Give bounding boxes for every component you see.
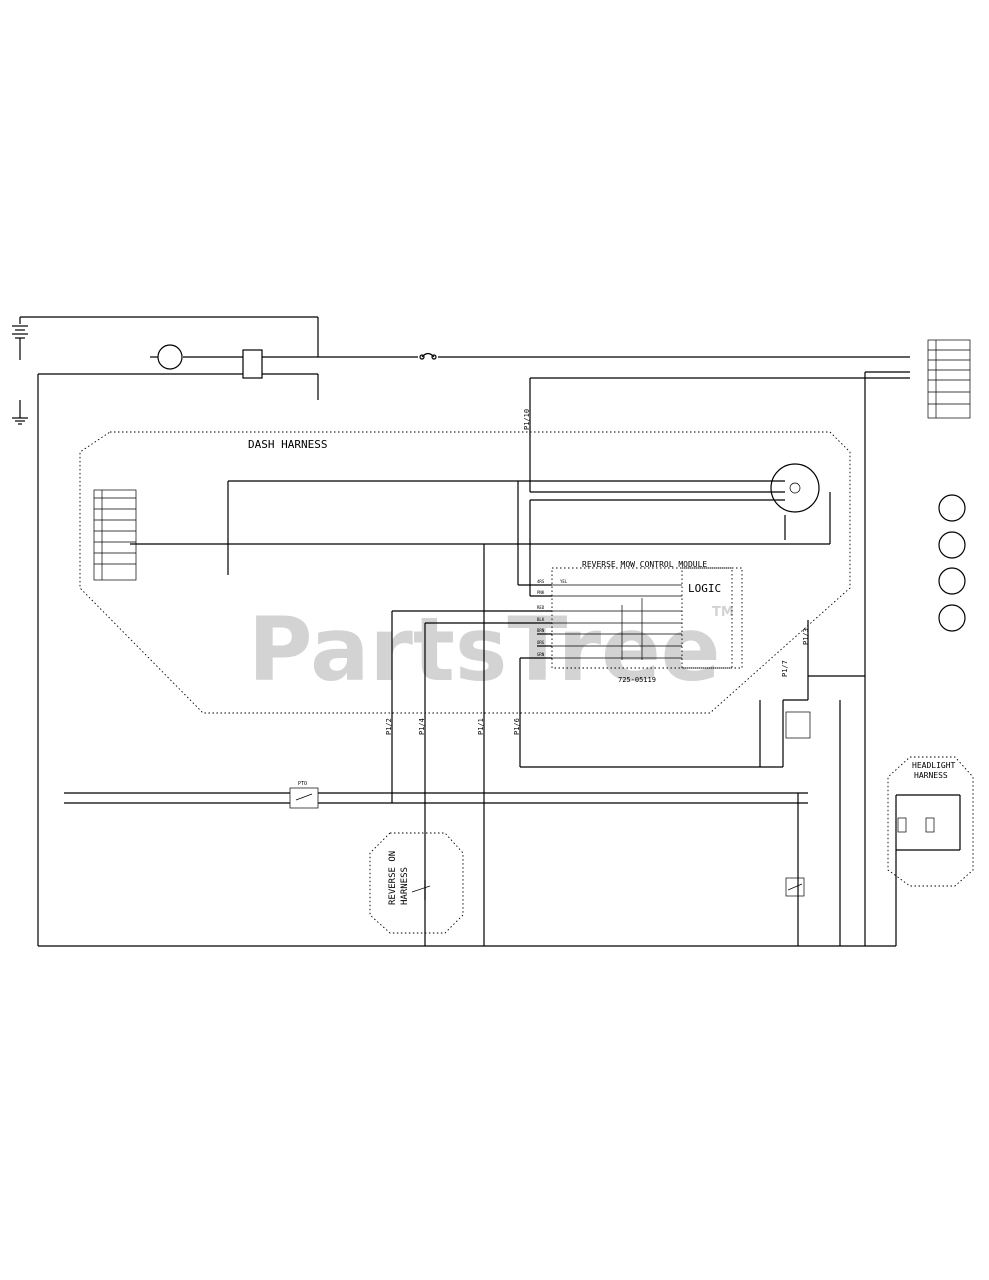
headlight-harness-outline xyxy=(887,756,974,887)
module-pin-label: 4RS xyxy=(537,579,545,584)
dash-connector-table xyxy=(93,489,137,581)
connector-label-p1-1: P1/1 xyxy=(477,718,485,735)
reverse-mow-control-module: REVERSE MOW CONTROL MODULE LOGIC 725-051… xyxy=(551,560,743,684)
module-pin-label: ORG xyxy=(537,640,545,645)
main-connector-table xyxy=(927,339,971,419)
seat-brake-switches xyxy=(785,711,811,897)
connector-label-p1-10: P1/10 xyxy=(523,409,531,430)
module-title: REVERSE MOW CONTROL MODULE xyxy=(582,560,707,569)
connector-label-p1-3: P1/3 xyxy=(802,628,810,645)
reverse-on-harness-label-1: REVERSE ON xyxy=(388,851,398,905)
connector-label-p1-6: P1/6 xyxy=(513,718,521,735)
module-pin-label: BRN xyxy=(537,628,545,633)
connector-label-p1-4: P1/4 xyxy=(418,718,426,735)
pto-switch xyxy=(289,787,319,809)
reverse-on-harness-outline xyxy=(369,832,464,934)
module-pin-label: BLK xyxy=(537,617,545,622)
headlight-harness-label-2: HARNESS xyxy=(914,771,948,780)
module-pin-label: PNK xyxy=(537,590,545,595)
module-pin-labels: 4RS PNK RED BLK BRN ORG GRN YEL xyxy=(537,579,568,657)
watermark-tm: TM xyxy=(712,605,734,620)
module-logic-label: LOGIC xyxy=(688,582,721,595)
module-pin-label: GRN xyxy=(537,652,545,657)
reverse-on-harness-label-2: HARNESS xyxy=(400,867,410,905)
connector-label-p1-7: P1/7 xyxy=(781,660,789,677)
dash-harness-label: DASH HARNESS xyxy=(248,438,327,451)
headlights xyxy=(897,817,935,833)
module-part-number: 725-05119 xyxy=(618,676,656,684)
switch-legend-icons xyxy=(938,494,966,632)
reverse-on-switch xyxy=(411,880,431,900)
module-pin-label: YEL xyxy=(560,579,568,584)
connector-label-pto: PTO xyxy=(298,781,307,787)
module-pin-label: RED xyxy=(537,605,545,610)
connector-label-p1-2: P1/2 xyxy=(385,718,393,735)
starter-relay xyxy=(242,349,263,379)
fuse xyxy=(419,352,437,360)
dash-harness-outline xyxy=(79,431,851,714)
watermark: PartsTree TM xyxy=(248,598,734,701)
starter-solenoid xyxy=(157,344,183,370)
headlight-harness-label-1: HEADLIGHT xyxy=(912,761,956,770)
ignition-switch xyxy=(770,463,820,513)
